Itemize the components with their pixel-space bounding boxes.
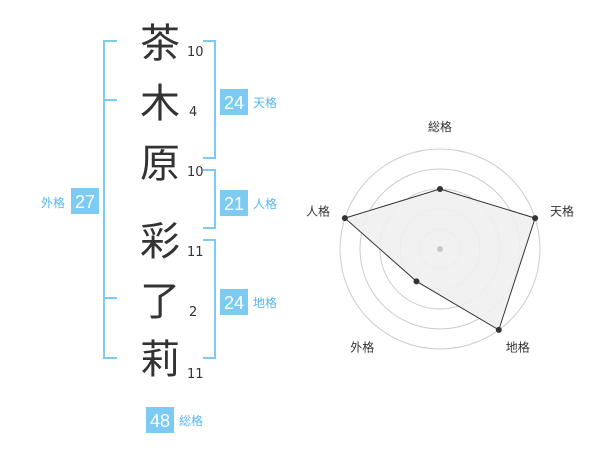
tenkaku-bracket — [203, 40, 216, 159]
name-char-2: 木 — [140, 81, 180, 127]
radar-polygon — [343, 188, 536, 331]
gaikaku-bracket — [103, 40, 117, 359]
radar-axis-label: 総格 — [428, 119, 452, 134]
stroke-count-1: 10 — [187, 45, 204, 60]
stroke-count-3: 10 — [187, 165, 204, 180]
stroke-count-2: 4 — [189, 105, 197, 120]
jinkaku-badge: 21 人格 — [220, 190, 277, 216]
soukaku-value: 48 — [150, 411, 170, 431]
stroke-count-6: 11 — [187, 367, 204, 382]
name-char-4: 彩 — [140, 219, 180, 265]
radar-center-dot — [437, 246, 443, 252]
chikaku-value: 24 — [224, 293, 244, 313]
radar-point — [532, 215, 539, 222]
chikaku-badge: 24 地格 — [220, 289, 277, 315]
tenkaku-label: 天格 — [253, 95, 277, 110]
radar-point — [437, 186, 443, 192]
radar-point — [413, 278, 420, 285]
chikaku-label: 地格 — [253, 295, 277, 310]
tenkaku-badge: 24 天格 — [220, 89, 277, 115]
soukaku-badge: 48 総格 — [146, 407, 203, 433]
radar-axis-label: 地格 — [506, 340, 530, 355]
tenkaku-value: 24 — [224, 93, 244, 113]
gaikaku-label: 外格 — [41, 195, 65, 210]
radar-axis-label: 外格 — [350, 340, 374, 355]
jinkaku-value: 21 — [224, 194, 244, 214]
jinkaku-label: 人格 — [253, 196, 277, 211]
chikaku-bracket — [203, 239, 216, 359]
stroke-count-4: 11 — [187, 245, 204, 260]
radar-point — [341, 215, 348, 222]
gaikaku-value: 27 — [75, 192, 95, 212]
jinkaku-bracket — [203, 169, 216, 229]
radar-axis-label: 人格 — [306, 203, 330, 218]
gaikaku-badge: 外格 27 — [41, 188, 99, 214]
radar-point — [495, 326, 502, 333]
character-column: 茶 10 木 4 原 10 彩 11 了 2 莉 11 — [140, 21, 204, 383]
radar-axis-label: 天格 — [550, 203, 574, 218]
soukaku-label: 総格 — [179, 413, 203, 428]
name-char-3: 原 — [140, 141, 180, 187]
name-char-1: 茶 — [140, 21, 180, 67]
stroke-count-5: 2 — [189, 305, 197, 320]
name-char-6: 莉 — [140, 337, 180, 383]
name-char-5: 了 — [140, 279, 180, 325]
